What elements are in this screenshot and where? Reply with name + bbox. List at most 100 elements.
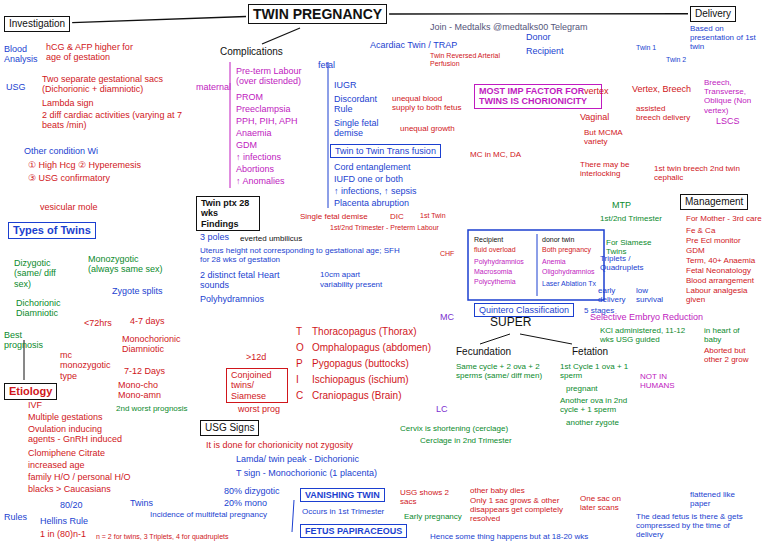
note-text: Fetal Neonatology: [686, 266, 751, 275]
divider: [537, 234, 538, 296]
note-text: unequal blood supply to both fetus: [392, 94, 462, 112]
note-text: Clomiphene Citrate: [28, 448, 105, 458]
note-text: ↑ infections, ↑ sepsis: [334, 186, 417, 196]
note-text: MC: [440, 312, 454, 322]
note-text: LC: [436, 404, 448, 414]
note-text: Pre Ecl monitor: [686, 236, 741, 245]
note-text: other baby dies: [470, 486, 525, 495]
note-text: C: [296, 390, 303, 402]
note-text: pregnant: [566, 384, 598, 393]
note-text: P: [296, 358, 303, 370]
note-text: 80% dizygotic: [224, 486, 280, 496]
note-text: fetal: [318, 60, 335, 70]
box-text: MOST IMP FACTOR FOR TWINS IS CHORIONICIT…: [479, 86, 597, 107]
note-text: ① High Hcg ② Hyperemesis: [28, 160, 141, 170]
box-text: Twin ptx 28 wks Findings: [201, 198, 255, 229]
note-text: O: [296, 342, 304, 354]
note-text: blacks > Caucasians: [28, 484, 111, 494]
note-text: Cerclage in 2nd Trimester: [420, 436, 512, 445]
note-text: Triplets / Quadruplets: [600, 254, 666, 272]
note-text: Lamda/ twin peak - Dichorionic: [236, 454, 359, 464]
note-text: For Mother - 3rd care: [686, 214, 762, 223]
topic-box: Investigation: [4, 16, 70, 32]
box-text: Delivery: [695, 8, 731, 20]
branch-line: [328, 62, 329, 208]
note-text: variability present: [320, 280, 382, 289]
note-text: Anemia: [542, 258, 566, 266]
note-text: Recipient: [474, 236, 503, 244]
note-text: Polyhydramnios: [200, 294, 264, 304]
note-text: SUPER: [490, 316, 531, 330]
note-text: Acardiac Twin / TRAP: [370, 40, 457, 50]
box-text: Twin to Twin Trans fusion: [335, 146, 436, 156]
note-text: Zygote splits: [112, 286, 163, 296]
note-text: 1st twin breech 2nd twin cephalic: [654, 164, 744, 182]
note-text: Blood Analysis: [4, 44, 42, 65]
topic-box: USG Signs: [200, 420, 259, 436]
note-text: Breech, Transverse, Oblique (Non vertex): [704, 78, 764, 115]
note-text: GDM: [236, 140, 257, 150]
note-text: Anaemia: [236, 128, 272, 138]
note-text: NOT IN HUMANS: [640, 372, 680, 390]
note-text: PPH, PIH, APH: [236, 116, 298, 126]
note-text: vesicular mole: [40, 202, 98, 212]
note-text: flattened like paper: [690, 490, 750, 508]
note-text: Oligohydramnios: [542, 268, 595, 276]
note-text: Term, 40+ Anaemia: [686, 256, 755, 265]
note-text: Monozygotic (always same sex): [88, 254, 166, 275]
note-text: ③ USG confirmatory: [28, 173, 110, 183]
note-text: Dichorionic Diamniotic: [16, 298, 78, 319]
note-text: ↑ Anomalies: [236, 176, 285, 186]
note-text: fluid overload: [474, 246, 516, 254]
note-text: 7-12 Days: [124, 366, 165, 376]
note-text: Laser Ablation Tx: [542, 280, 596, 288]
note-text: Fe & Ca: [686, 226, 715, 235]
note-text: <72hrs: [84, 318, 112, 328]
note-text: Craniopagus (Brain): [312, 390, 402, 402]
topic-box: VANISHING TWIN: [300, 488, 385, 502]
note-text: IVF: [28, 400, 42, 410]
note-text: 3 poles: [200, 232, 229, 242]
note-text: Best prognosis: [4, 330, 44, 351]
note-text: DIC: [390, 212, 404, 221]
topic-box: Twin to Twin Trans fusion: [330, 144, 441, 158]
branch-line: [230, 62, 231, 188]
note-text: Vertex, Breech: [632, 84, 691, 94]
box-text: Investigation: [9, 18, 65, 30]
note-text: MTP: [612, 200, 631, 210]
note-text: >12d: [246, 352, 266, 362]
note-text: 20% mono: [224, 498, 267, 508]
box-text: Types of Twins: [13, 224, 91, 237]
note-text: Polycythemia: [474, 278, 516, 286]
topic-box: Delivery: [690, 6, 736, 22]
note-text: Preeclampsia: [236, 104, 291, 114]
note-text: Other condition Wi: [24, 146, 98, 156]
note-text: Occurs in 1st Trimester: [302, 507, 384, 516]
note-text: 2nd worst prognosis: [116, 404, 188, 413]
box-text: Etiology: [9, 385, 52, 398]
note-text: Twins: [130, 498, 153, 508]
note-text: Cord entanglement: [334, 162, 411, 172]
note-text: USG: [6, 82, 26, 92]
note-text: 2 diff cardiac activities (varying at 7 …: [42, 110, 192, 131]
box-text: Quintero Classification: [479, 305, 569, 315]
note-text: MC in MC, DA: [470, 150, 521, 159]
note-text: early delivery: [598, 286, 634, 304]
branch-line: [520, 334, 572, 344]
note-text: Ischiopagus (ischium): [312, 374, 409, 386]
note-text: T: [296, 326, 302, 338]
topic-box: Management: [680, 194, 748, 210]
note-text: worst prog: [238, 404, 280, 414]
note-text: The dead fetus is there & gets compresse…: [636, 512, 746, 540]
note-text: 10cm apart: [320, 270, 360, 279]
note-text: n = 2 for twins, 3 Triplets, 4 for quadr…: [96, 533, 228, 541]
note-text: 2 distinct fetal Heart sounds: [200, 270, 310, 291]
note-text: vertex: [584, 86, 609, 96]
note-text: low survival: [636, 286, 676, 304]
box-text: FETUS PAPIRACEOUS: [305, 526, 402, 536]
note-text: another zygote: [566, 418, 619, 427]
note-text: Join - Medtalks @medtalks00 Telegram: [430, 22, 588, 32]
note-text: But MCMA variety: [584, 128, 634, 146]
note-text: Multiple gestations: [28, 412, 103, 422]
